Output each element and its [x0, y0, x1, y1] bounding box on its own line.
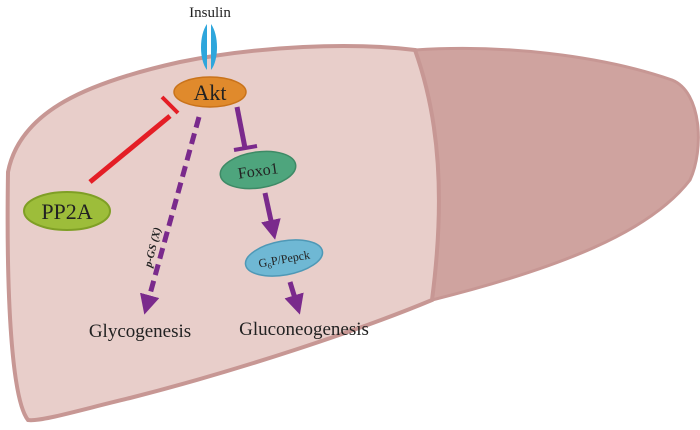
g6p-pepck-label: G6P/Pepck	[257, 248, 311, 273]
insulin-label: Insulin	[189, 5, 231, 21]
g6p-to-gluconeogenesis-arrow	[284, 281, 304, 315]
pp2a-node	[23, 191, 111, 231]
inhibition-bar-red	[160, 95, 180, 115]
liver-right-lobe	[412, 46, 700, 302]
liver-left-lobe	[5, 44, 441, 423]
g6p-pepck-node	[244, 239, 324, 277]
inhibition-bar-purple	[233, 144, 258, 152]
gluconeogenesis-label: Gluconeogenesis	[239, 319, 369, 340]
g6p-rest: P/Pepck	[270, 248, 311, 269]
akt-to-glycogenesis-dashed-arrow	[140, 116, 202, 315]
akt-node	[173, 76, 247, 108]
pp2a-label: PP2A	[41, 199, 92, 224]
insulin-receptor-icon	[201, 24, 217, 70]
foxo1-node	[219, 150, 297, 190]
foxo1-to-g6p-arrow	[261, 192, 281, 240]
g6p-main: G	[257, 255, 268, 270]
akt-label: Akt	[194, 80, 227, 105]
foxo1-label: Foxo1	[237, 160, 280, 183]
g6p-subscript: 6	[267, 261, 273, 271]
glycogenesis-label: Glycogenesis	[89, 321, 191, 342]
akt-inhibits-foxo1	[234, 106, 248, 149]
pp2a-inhibits-akt	[88, 114, 172, 184]
